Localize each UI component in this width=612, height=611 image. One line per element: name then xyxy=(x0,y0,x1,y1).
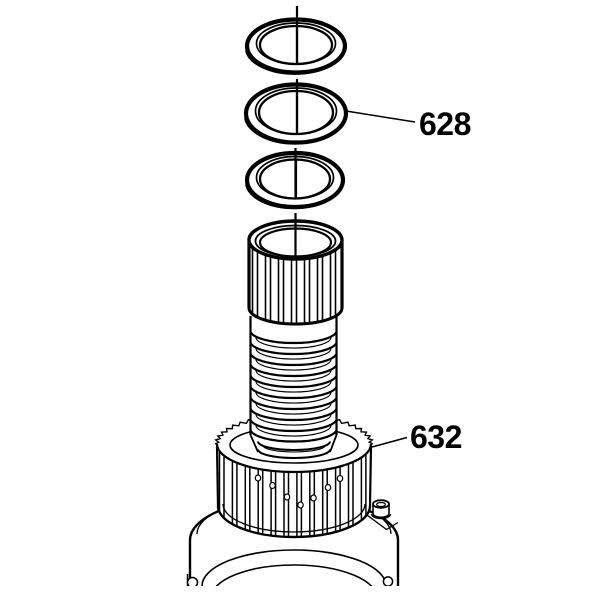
shaft-rib-narrow xyxy=(257,449,331,459)
splined-drum-632 xyxy=(215,445,373,539)
lower-drum-face-arc-inner xyxy=(215,564,373,586)
drum-lube-holes xyxy=(254,474,344,509)
seal-ring-depth-arc xyxy=(244,116,346,145)
shaft-rib xyxy=(249,342,338,356)
drum-front-rim-inner-arc xyxy=(229,444,359,464)
callout-label-628: 628 xyxy=(419,106,471,142)
shaft-rib-minor xyxy=(255,359,332,371)
leader-line-632 xyxy=(371,436,408,448)
ribbed-shaft xyxy=(249,316,338,467)
drum-hole xyxy=(310,494,317,502)
lower-drum-face-arc-outer xyxy=(201,549,387,586)
shaft-left-taper xyxy=(249,434,259,453)
drum-hole xyxy=(324,483,332,492)
drum-bottom-inner-arc xyxy=(222,503,366,533)
shaft-rib-minor xyxy=(255,392,332,404)
lower-drum-left-lug-hole xyxy=(186,576,199,586)
hub-body-fill xyxy=(249,241,342,324)
leader-line-628 xyxy=(345,110,416,123)
shaft-rib-minor xyxy=(255,370,332,382)
hub-splines xyxy=(251,248,337,324)
shaft-rib-minor xyxy=(255,425,332,437)
drum-left-edge xyxy=(215,445,220,507)
drum-hole xyxy=(336,474,344,483)
seal-ring-2 xyxy=(243,82,349,145)
shaft-rib xyxy=(249,375,338,389)
drum-bottom-arc xyxy=(216,505,372,539)
plug-bore xyxy=(376,501,387,508)
shaft-ribs xyxy=(249,331,338,459)
drum-hole xyxy=(254,474,262,482)
shaft-rib xyxy=(249,386,338,400)
shaft-rib xyxy=(249,419,338,433)
seal-ring-1 xyxy=(244,17,348,75)
axis-centerline xyxy=(294,6,299,256)
shaft-rib-minor xyxy=(255,381,332,393)
callout-628: 628 xyxy=(345,106,471,142)
drum-front-rim-outer-arc xyxy=(215,443,373,474)
shaft-rib xyxy=(249,364,338,378)
drum-hole xyxy=(283,493,291,501)
shaft-rib-minor xyxy=(262,445,326,453)
shaft-rib xyxy=(249,408,338,422)
drum-hole xyxy=(269,481,276,490)
callout-632: 632 xyxy=(371,419,462,455)
seal-ring-depth-arc xyxy=(245,183,343,210)
lower-drum-right-hole xyxy=(382,576,394,586)
shaft-rib xyxy=(249,331,338,345)
shaft-rib-minor xyxy=(255,348,332,360)
drum-right-edge xyxy=(368,445,373,507)
shaft-rib xyxy=(249,429,338,443)
drum-front-rim xyxy=(215,443,373,474)
drum-hole xyxy=(297,501,304,509)
drum-body-fill xyxy=(217,446,371,537)
callout-label-632: 632 xyxy=(410,419,462,455)
shaft-rib-narrow xyxy=(257,441,331,451)
shaft-rib xyxy=(249,353,338,367)
plug-base-arc xyxy=(370,513,392,520)
drum-front-rim-fill xyxy=(217,444,371,472)
shaft-rib-minor xyxy=(255,403,332,415)
seal-ring-depth-arc xyxy=(245,49,345,75)
shaft-right-taper xyxy=(329,434,338,453)
shaft-rib xyxy=(249,397,338,411)
hub-bottom-arc xyxy=(247,307,344,326)
shaft-rib-minor xyxy=(255,337,332,349)
shaft-rib-minor xyxy=(255,414,332,426)
